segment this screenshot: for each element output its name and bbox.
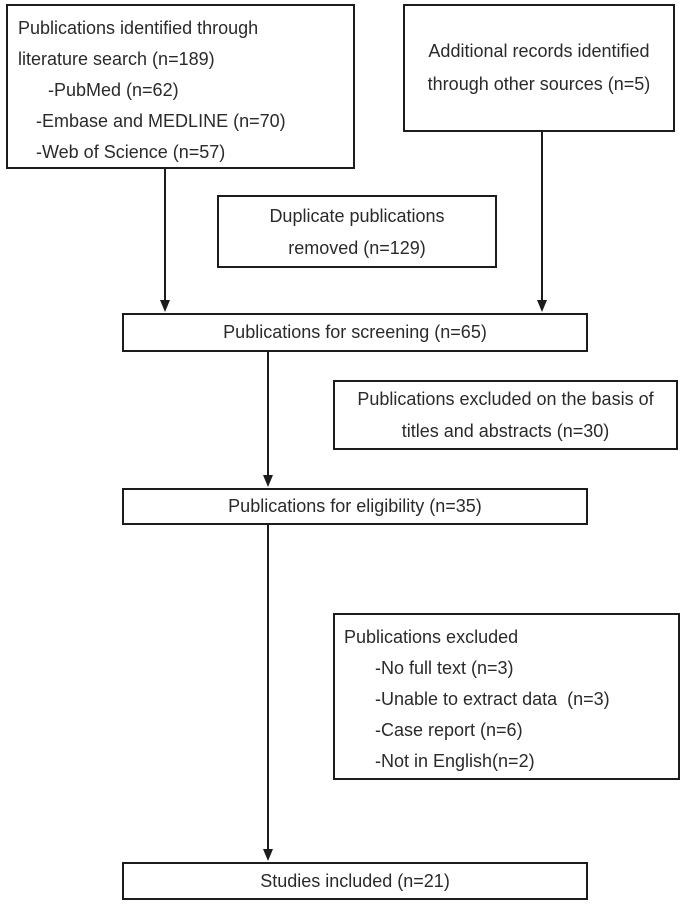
identified-line-1: Publications identified through [18, 18, 259, 38]
box-studies-included: Studies included (n=21) [122, 862, 588, 900]
arrow-eligibility-to-studies [263, 524, 273, 861]
box-duplicates-removed: Duplicate publications removed (n=129) [217, 195, 497, 268]
excluded-item-no-full-text: -No full text (n=3) [375, 658, 514, 678]
arrow-additional-to-screening [537, 131, 547, 312]
duplicate-line-1: Duplicate publications [269, 205, 445, 226]
box-publications-for-screening: Publications for screening (n=65) [122, 313, 588, 352]
additional-line-1: Additional records identified [428, 41, 650, 61]
box-excluded-titles-abstracts: Publications excluded on the basis of ti… [333, 380, 678, 450]
arrow-identified-to-screening [160, 169, 170, 312]
identified-line-2: literature search (n=189) [18, 49, 215, 69]
eligibility-label: Publications for eligibility (n=35) [228, 496, 482, 516]
box-publications-for-eligibility: Publications for eligibility (n=35) [122, 488, 588, 525]
additional-line-2: through other sources (n=5) [427, 74, 651, 94]
box-publications-identified: Publications identified through literatu… [6, 4, 355, 169]
identified-item-embase-medline: -Embase and MEDLINE (n=70) [36, 111, 286, 131]
excluded-titles-line-2: titles and abstracts (n=30) [401, 421, 610, 441]
studies-label: Studies included (n=21) [260, 870, 450, 891]
excluded-titles-line-1: Publications excluded on the basis of [357, 389, 654, 409]
excluded-item-case-report: -Case report (n=6) [375, 720, 523, 740]
duplicate-line-2: removed (n=129) [288, 237, 426, 258]
screening-label: Publications for screening (n=65) [223, 322, 487, 342]
box-publications-excluded: Publications excluded -No full text (n=3… [333, 613, 680, 780]
box-additional-records: Additional records identified through ot… [403, 4, 675, 132]
arrow-screening-to-eligibility [263, 351, 273, 487]
identified-item-web-of-science: -Web of Science (n=57) [36, 142, 226, 162]
identified-item-pubmed: -PubMed (n=62) [48, 80, 179, 100]
excluded-item-not-english: -Not in English(n=2) [375, 751, 535, 771]
excluded-item-unable-extract: -Unable to extract data (n=3) [375, 689, 610, 709]
excluded-fulltext-line-1: Publications excluded [344, 627, 519, 647]
